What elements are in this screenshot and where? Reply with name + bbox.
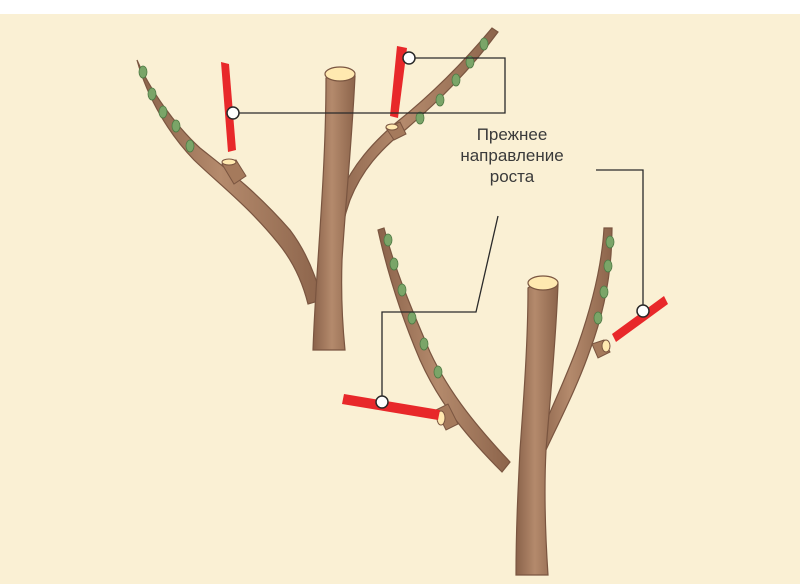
tree1-pointer-right <box>402 51 416 65</box>
tree1-cut-marker-right <box>390 46 407 118</box>
tree2-leader-line-left <box>381 215 499 402</box>
tree2-cut-marker-left <box>342 394 440 420</box>
growth-direction-label: Прежнее направление роста <box>432 124 592 187</box>
annotation-line-1: Прежнее <box>476 125 548 144</box>
annotation-line-3: роста <box>489 167 535 186</box>
tree-before-pruning <box>136 27 499 351</box>
tree1-left-stub-cut <box>221 158 237 166</box>
annotation-line-2: направление <box>460 146 564 165</box>
tree1-cut-marker-left <box>221 62 236 152</box>
tree2-pointer-left <box>375 395 389 409</box>
tree2-trunk <box>515 278 559 576</box>
tree1-pointer-left <box>226 106 240 120</box>
tree2-trunk-cut <box>527 275 559 291</box>
tree2-cut-marker-right <box>612 296 668 342</box>
tree1-leader-line <box>233 57 506 114</box>
tree1-trunk-cut <box>324 66 356 82</box>
tree2-buds <box>383 233 615 379</box>
tree2-pointer-right <box>636 304 650 318</box>
tree2-right-stub-cut <box>601 339 611 353</box>
tree1-right-stub-cut <box>385 123 399 131</box>
tree1-buds <box>138 37 489 153</box>
tree-after-pruning <box>377 227 615 576</box>
tree1-trunk <box>312 70 356 351</box>
tree2-leader-line-right <box>596 169 644 311</box>
